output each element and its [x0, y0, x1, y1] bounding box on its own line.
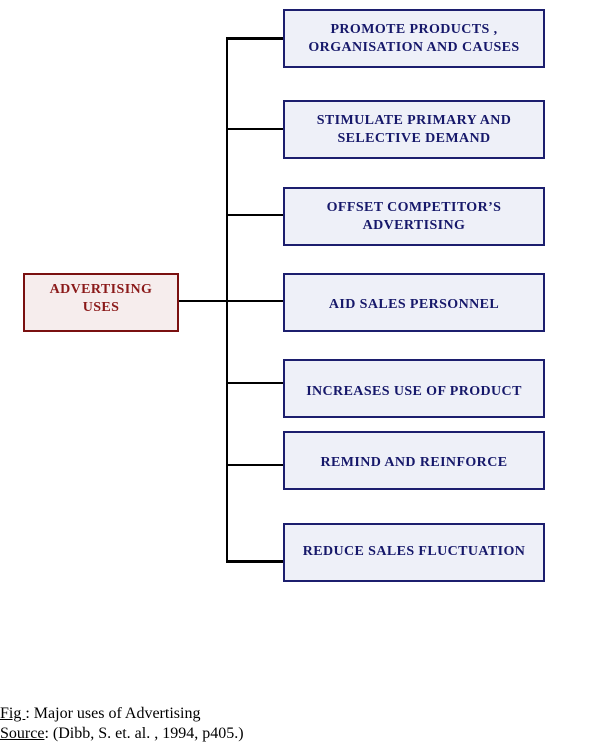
- branch-line-6: [226, 464, 283, 466]
- use-box-reduce-fluctuation: REDUCE SALES FLUCTUATION: [283, 523, 545, 582]
- branch-line-2: [226, 128, 283, 130]
- branch-line-4: [228, 300, 283, 302]
- use-box-offset-competitor: OFFSET COMPETITOR’S ADVERTISING: [283, 187, 545, 246]
- use-box-promote: PROMOTE PRODUCTS , ORGANISATION AND CAUS…: [283, 9, 545, 68]
- use-box-label: STIMULATE PRIMARY AND SELECTIVE DEMAND: [316, 112, 512, 146]
- use-box-increase-use: INCREASES USE OF PRODUCT: [283, 359, 545, 418]
- use-box-label: PROMOTE PRODUCTS , ORGANISATION AND CAUS…: [308, 21, 520, 55]
- trunk-line: [226, 37, 228, 563]
- branch-line-5: [226, 382, 283, 384]
- root-box-label: ADVERTISING USES: [49, 281, 153, 315]
- branch-line-1: [226, 37, 283, 40]
- use-box-aid-sales-personnel: AID SALES PERSONNEL: [283, 273, 545, 332]
- source-label: Source: [0, 725, 45, 742]
- root-box-advertising-uses: ADVERTISING USES: [23, 273, 179, 332]
- source-citation: Source: (Dibb, S. et. al. , 1994, p405.): [0, 724, 244, 744]
- branch-line-7: [226, 560, 283, 563]
- branch-line-3: [226, 214, 283, 216]
- use-box-stimulate-demand: STIMULATE PRIMARY AND SELECTIVE DEMAND: [283, 100, 545, 159]
- use-box-remind-reinforce: REMIND AND REINFORCE: [283, 431, 545, 490]
- use-box-label: INCREASES USE OF PRODUCT: [306, 383, 522, 399]
- use-box-label: REDUCE SALES FLUCTUATION: [302, 543, 526, 559]
- use-box-label: OFFSET COMPETITOR’S ADVERTISING: [326, 199, 502, 233]
- advertising-uses-diagram: ADVERTISING USES PROMOTE PRODUCTS , ORGA…: [23, 9, 545, 582]
- source-text: : (Dibb, S. et. al. , 1994, p405.): [44, 725, 244, 742]
- root-connector-line: [179, 300, 228, 302]
- use-box-label: AID SALES PERSONNEL: [328, 296, 500, 312]
- fig-text: : Major uses of Advertising: [25, 705, 201, 722]
- fig-label: Fig: [0, 705, 26, 722]
- figure-caption: Fig : Major uses of Advertising: [0, 704, 200, 724]
- use-box-label: REMIND AND REINFORCE: [320, 454, 508, 470]
